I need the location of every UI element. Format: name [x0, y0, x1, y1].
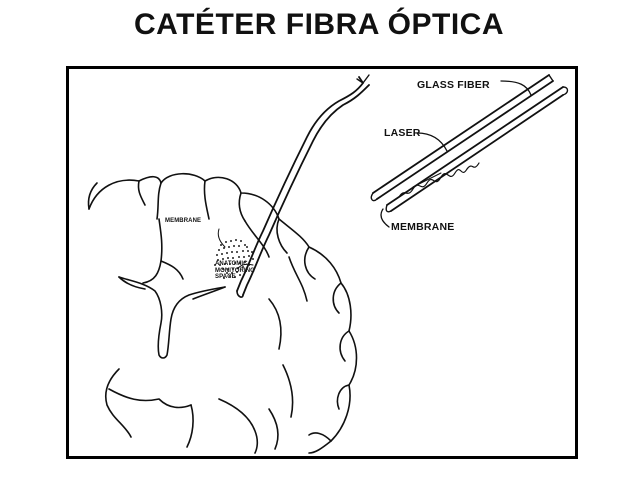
anatomic-line-1: ANATOMIC — [215, 261, 248, 267]
anatomic-pointer — [236, 263, 254, 270]
label-anatomic-monitoring-space: ANATOMIC MONITORING SPACE — [215, 261, 255, 281]
diagram-frame: GLASS FIBER LASER MEMBRANE MEMBRANE ANAT… — [66, 66, 578, 459]
membrane-small-pointer — [217, 228, 226, 248]
label-membrane-small: MEMBRANE — [165, 218, 202, 224]
brain-cortex-outline — [87, 172, 358, 454]
membrane-pointer — [380, 208, 390, 228]
glass-fiber-pointer — [500, 80, 532, 96]
anatomic-line-2: MONITORING — [215, 267, 255, 274]
catheter-fiber — [236, 74, 370, 298]
label-glass-fiber: GLASS FIBER — [417, 79, 490, 91]
catheter-tip-detail — [370, 74, 569, 213]
label-laser: LASER — [384, 127, 421, 139]
slide-title: CATÉTER FIBRA ÓPTICA — [134, 8, 504, 41]
monitoring-space-stipple — [214, 239, 254, 279]
laser-pointer — [416, 132, 448, 152]
catheter-diagram — [87, 74, 569, 454]
label-membrane: MEMBRANE — [391, 221, 455, 233]
anatomic-line-3: SPACE — [215, 274, 236, 280]
